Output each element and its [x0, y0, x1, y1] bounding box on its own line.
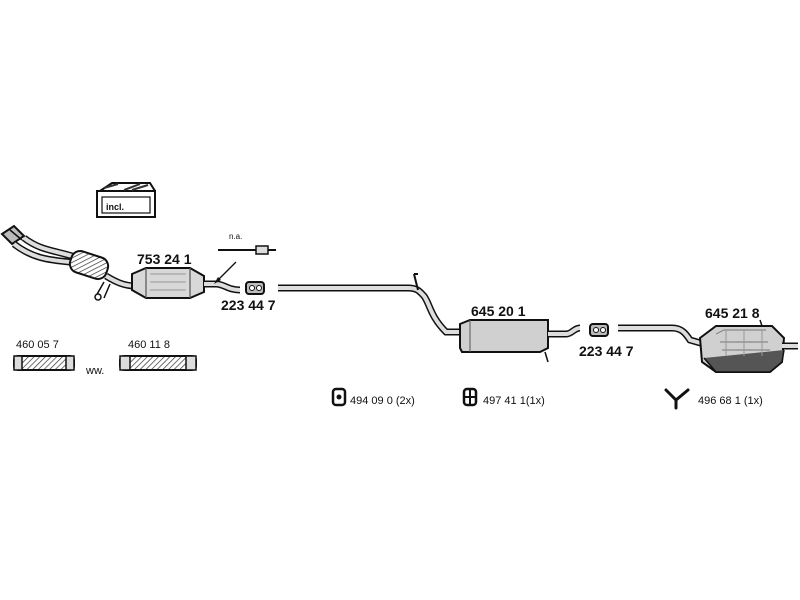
hanger-y-icon [664, 388, 690, 410]
incl-label: incl. [106, 202, 125, 212]
middle-silencer-shape [459, 319, 581, 363]
flex-pipe-1-part-number[interactable]: 460 05 7 [16, 339, 59, 351]
rear-silencer-part-number[interactable]: 645 21 8 [705, 305, 760, 321]
flex-pipe-2-icon [119, 355, 197, 371]
rubber-mount-ring-icon [462, 387, 478, 407]
middle-silencer-part-number[interactable]: 645 20 1 [471, 303, 526, 319]
clamp-front-icon [245, 281, 265, 295]
middle-pipe [278, 273, 460, 336]
mount-3-part-number[interactable]: 496 68 1 (1x) [698, 395, 763, 407]
front-downpipe [0, 224, 137, 301]
ww-label: ww. [86, 365, 105, 377]
clamp-rear-icon [589, 323, 609, 337]
rear-silencer-shape [618, 319, 798, 373]
catalytic-converter-part-number[interactable]: 753 24 1 [137, 251, 192, 267]
lambda-sensor-icon [214, 245, 276, 284]
mount-2-part-number[interactable]: 497 41 1(1x) [483, 395, 545, 407]
incl-kit-box-icon [96, 182, 156, 218]
mount-1-part-number[interactable]: 494 09 0 (2x) [350, 395, 415, 407]
clamp-front-part-number[interactable]: 223 44 7 [221, 297, 276, 313]
flex-pipe-2-part-number[interactable]: 460 11 8 [128, 339, 171, 351]
na-label: n.a. [229, 232, 243, 241]
rubber-mount-block-icon [331, 387, 347, 407]
flex-pipe-1-icon [13, 355, 75, 371]
catalytic-converter-shape [131, 267, 241, 299]
clamp-rear-part-number[interactable]: 223 44 7 [579, 343, 634, 359]
